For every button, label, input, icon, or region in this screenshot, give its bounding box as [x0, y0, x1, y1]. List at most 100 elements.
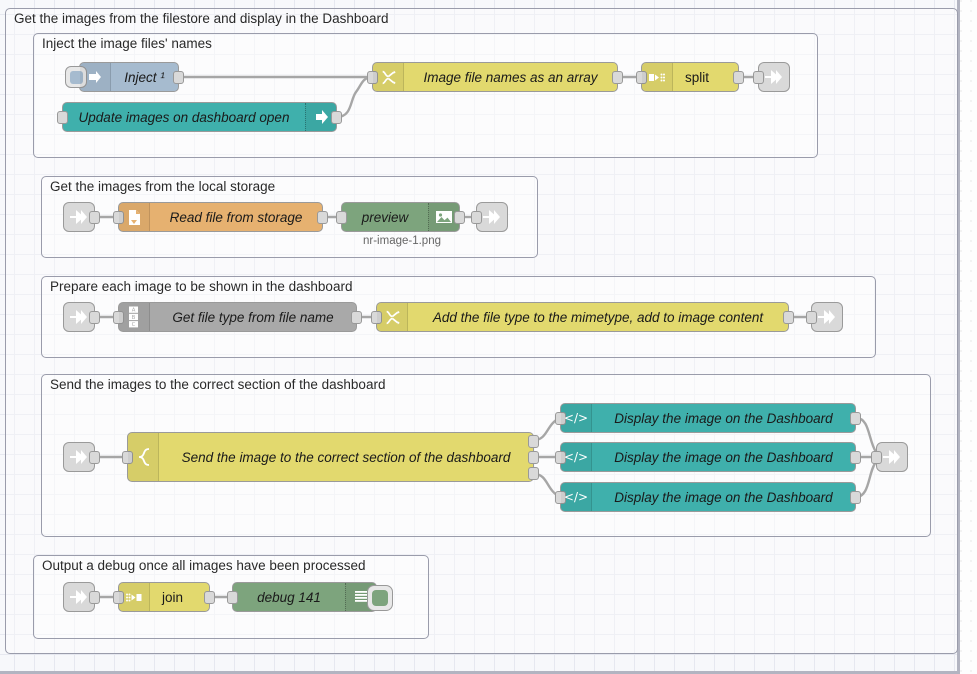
input-port[interactable]	[57, 111, 68, 124]
input-port[interactable]	[555, 412, 566, 425]
svg-text:B: B	[132, 315, 136, 321]
input-port[interactable]	[122, 451, 133, 464]
link-in-node-3[interactable]	[63, 302, 100, 332]
output-port[interactable]	[850, 491, 861, 504]
input-port[interactable]	[555, 451, 566, 464]
group-label-inject: Inject the image files' names	[42, 36, 212, 51]
inject-trigger-button[interactable]	[65, 66, 87, 88]
node-label: Display the image on the Dashboard	[614, 489, 833, 505]
change-abc-icon: A B C	[119, 303, 150, 331]
group-inject[interactable]: Inject the image files' names	[33, 33, 818, 158]
file-in-icon	[119, 203, 150, 231]
image-icon	[428, 203, 459, 231]
template-code-icon: </>	[561, 443, 592, 471]
input-port[interactable]	[367, 71, 378, 84]
svg-text:A: A	[132, 308, 136, 314]
node-inject[interactable]: Inject ¹	[65, 62, 184, 92]
node-label: preview	[361, 209, 409, 225]
input-port[interactable]	[636, 71, 647, 84]
output-port[interactable]	[733, 71, 744, 84]
node-label: Display the image on the Dashboard	[614, 449, 833, 465]
node-preview[interactable]: preview nr-image-1.png	[336, 202, 465, 247]
output-port[interactable]	[783, 311, 794, 324]
input-port[interactable]	[555, 491, 566, 504]
output-port[interactable]	[331, 111, 342, 124]
input-port[interactable]	[113, 591, 124, 604]
node-image-file-names[interactable]: Image file names as an array	[367, 62, 623, 92]
node-join[interactable]: join	[113, 582, 215, 612]
input-port[interactable]	[471, 211, 482, 224]
output-port-3[interactable]	[528, 467, 539, 480]
output-port[interactable]	[173, 71, 184, 84]
node-label: Inject ¹	[124, 69, 165, 85]
input-port[interactable]	[113, 311, 124, 324]
output-port[interactable]	[850, 412, 861, 425]
node-split[interactable]: split	[636, 62, 744, 92]
output-port[interactable]	[89, 451, 100, 464]
group-label-prepare: Prepare each image to be shown in the da…	[50, 279, 353, 294]
switch-icon	[128, 433, 159, 481]
node-label: Send the image to the correct section of…	[181, 449, 511, 465]
node-debug[interactable]: debug 141	[227, 582, 393, 612]
input-port[interactable]	[753, 71, 764, 84]
node-label: Image file names as an array	[423, 69, 598, 85]
input-port[interactable]	[227, 591, 238, 604]
svg-text:</>: </>	[565, 450, 587, 464]
node-update-images[interactable]: Update images on dashboard open	[57, 102, 342, 132]
group-label-output: Output a debug once all images have been…	[42, 558, 366, 573]
node-read-file[interactable]: Read file from storage	[113, 202, 328, 232]
svg-text:C: C	[132, 322, 136, 328]
output-port-2[interactable]	[528, 451, 539, 464]
join-icon	[119, 583, 150, 611]
group-label-outer: Get the images from the filestore and di…	[14, 11, 389, 26]
node-label: Update images on dashboard open	[78, 109, 290, 125]
output-port[interactable]	[89, 591, 100, 604]
node-display-1[interactable]: </> Display the image on the Dashboard	[555, 403, 861, 433]
svg-text:</>: </>	[565, 411, 587, 425]
link-out-node-1[interactable]	[753, 62, 790, 92]
link-in-node-4[interactable]	[63, 442, 100, 472]
template-code-icon: </>	[561, 483, 592, 511]
input-port[interactable]	[806, 311, 817, 324]
output-port[interactable]	[317, 211, 328, 224]
function-icon	[377, 303, 408, 331]
group-label-send: Send the images to the correct section o…	[50, 377, 386, 392]
node-display-3[interactable]: </> Display the image on the Dashboard	[555, 482, 861, 512]
output-port[interactable]	[89, 311, 100, 324]
output-port[interactable]	[454, 211, 465, 224]
node-label: debug 141	[257, 589, 321, 605]
output-port[interactable]	[204, 591, 215, 604]
node-label: Get file type from file name	[172, 309, 334, 325]
link-out-node-4[interactable]	[871, 442, 908, 472]
node-get-file-type[interactable]: A B C Get file type from file name	[113, 302, 362, 332]
debug-toggle-button[interactable]	[367, 585, 393, 611]
inject-arrow-icon	[80, 63, 111, 91]
node-label: Add the file type to the mimetype, add t…	[432, 309, 764, 325]
input-port[interactable]	[336, 211, 347, 224]
template-code-icon: </>	[561, 404, 592, 432]
link-in-node-5[interactable]	[63, 582, 100, 612]
output-port-1[interactable]	[528, 435, 539, 448]
ui-control-arrow-icon	[305, 103, 336, 131]
node-display-2[interactable]: </> Display the image on the Dashboard	[555, 442, 861, 472]
node-label: Read file from storage	[169, 209, 303, 225]
svg-text:</>: </>	[565, 490, 587, 504]
node-label: join	[162, 589, 184, 605]
link-out-node-2[interactable]	[471, 202, 508, 232]
input-port[interactable]	[871, 451, 882, 464]
link-in-node-2[interactable]	[63, 202, 100, 232]
input-port[interactable]	[371, 311, 382, 324]
input-port[interactable]	[113, 211, 124, 224]
node-add-mimetype[interactable]: Add the file type to the mimetype, add t…	[371, 302, 794, 332]
node-label: Display the image on the Dashboard	[614, 410, 833, 426]
group-label-storage: Get the images from the local storage	[50, 179, 276, 194]
output-port[interactable]	[351, 311, 362, 324]
link-out-node-3[interactable]	[806, 302, 843, 332]
output-port[interactable]	[89, 211, 100, 224]
output-port[interactable]	[612, 71, 623, 84]
node-switch-section[interactable]: Send the image to the correct section of…	[122, 432, 539, 482]
output-port[interactable]	[850, 451, 861, 464]
node-label: split	[685, 69, 710, 85]
function-icon	[373, 63, 404, 91]
